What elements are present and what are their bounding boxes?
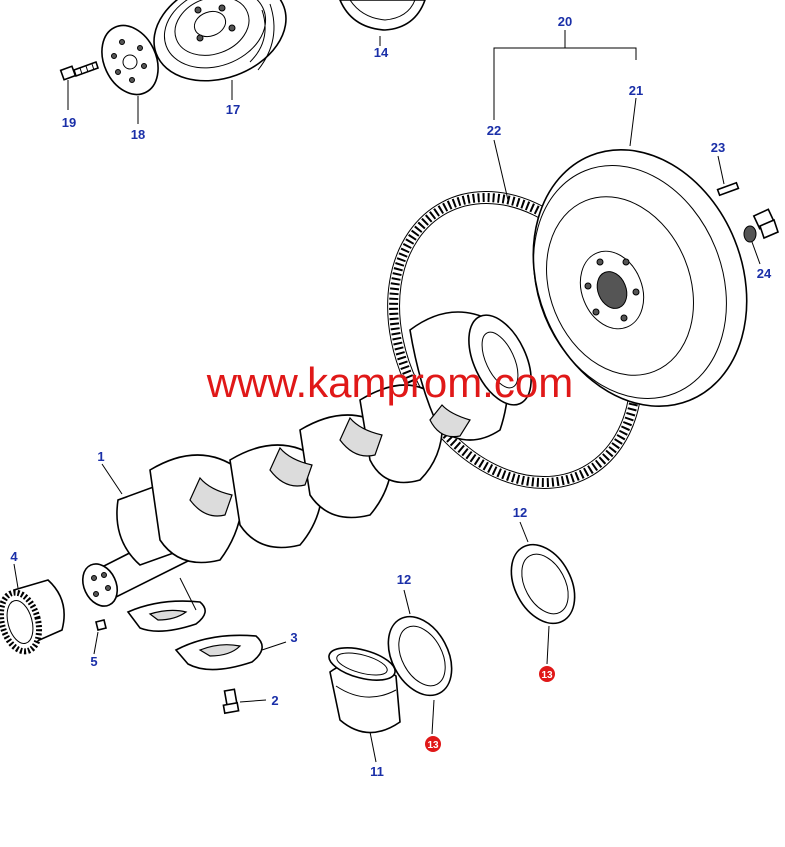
callout-20: 20	[558, 14, 572, 29]
part-19-bolt	[59, 60, 100, 81]
callout-13-left: 13	[427, 740, 439, 751]
part-24-bolt-washer	[743, 208, 779, 243]
callout-11: 11	[370, 764, 384, 779]
callout-22: 22	[487, 123, 501, 138]
callout-4: 4	[10, 549, 18, 564]
callout-3: 3	[290, 630, 297, 645]
callout-5: 5	[90, 654, 97, 669]
leader-lines	[13, 30, 761, 763]
part-23-pin	[716, 181, 740, 197]
part-4-gear	[0, 579, 65, 655]
callout-13-right-marker: 13	[539, 666, 555, 682]
callout-18: 18	[131, 127, 145, 142]
callout-21: 21	[629, 83, 643, 98]
part-11-bearing-shell	[328, 647, 401, 734]
callout-24: 24	[757, 266, 772, 281]
callout-1: 1	[97, 449, 104, 464]
part-2-bolt	[222, 688, 240, 715]
part-17-damper	[153, 0, 287, 82]
part-12-thrust-washer-right	[510, 543, 576, 625]
part-3-bearing-cap-lower	[174, 634, 263, 671]
callout-12-right: 12	[513, 505, 527, 520]
part-1-crankshaft	[81, 311, 532, 607]
callout-labels: 14 17 18 19 20 21 22 23 24 1 4 5 3 2 11 …	[10, 14, 772, 779]
callout-12-left: 12	[397, 572, 411, 587]
callout-13-right: 13	[541, 670, 553, 681]
callout-14: 14	[374, 45, 389, 60]
callout-13-left-marker: 13	[425, 736, 441, 752]
part-18-plate	[101, 24, 159, 96]
part-5-key	[95, 619, 107, 631]
part-14-pulley-edge	[339, 0, 426, 31]
part-3-bearing-cap-upper	[126, 600, 206, 632]
watermark-text: www.kamprom.com	[206, 359, 573, 406]
callout-2: 2	[271, 693, 278, 708]
callout-23: 23	[711, 140, 725, 155]
part-21-flywheel	[532, 148, 748, 408]
callout-17: 17	[226, 102, 240, 117]
part-12-thrust-washer-left	[387, 615, 453, 697]
callout-19: 19	[62, 115, 76, 130]
